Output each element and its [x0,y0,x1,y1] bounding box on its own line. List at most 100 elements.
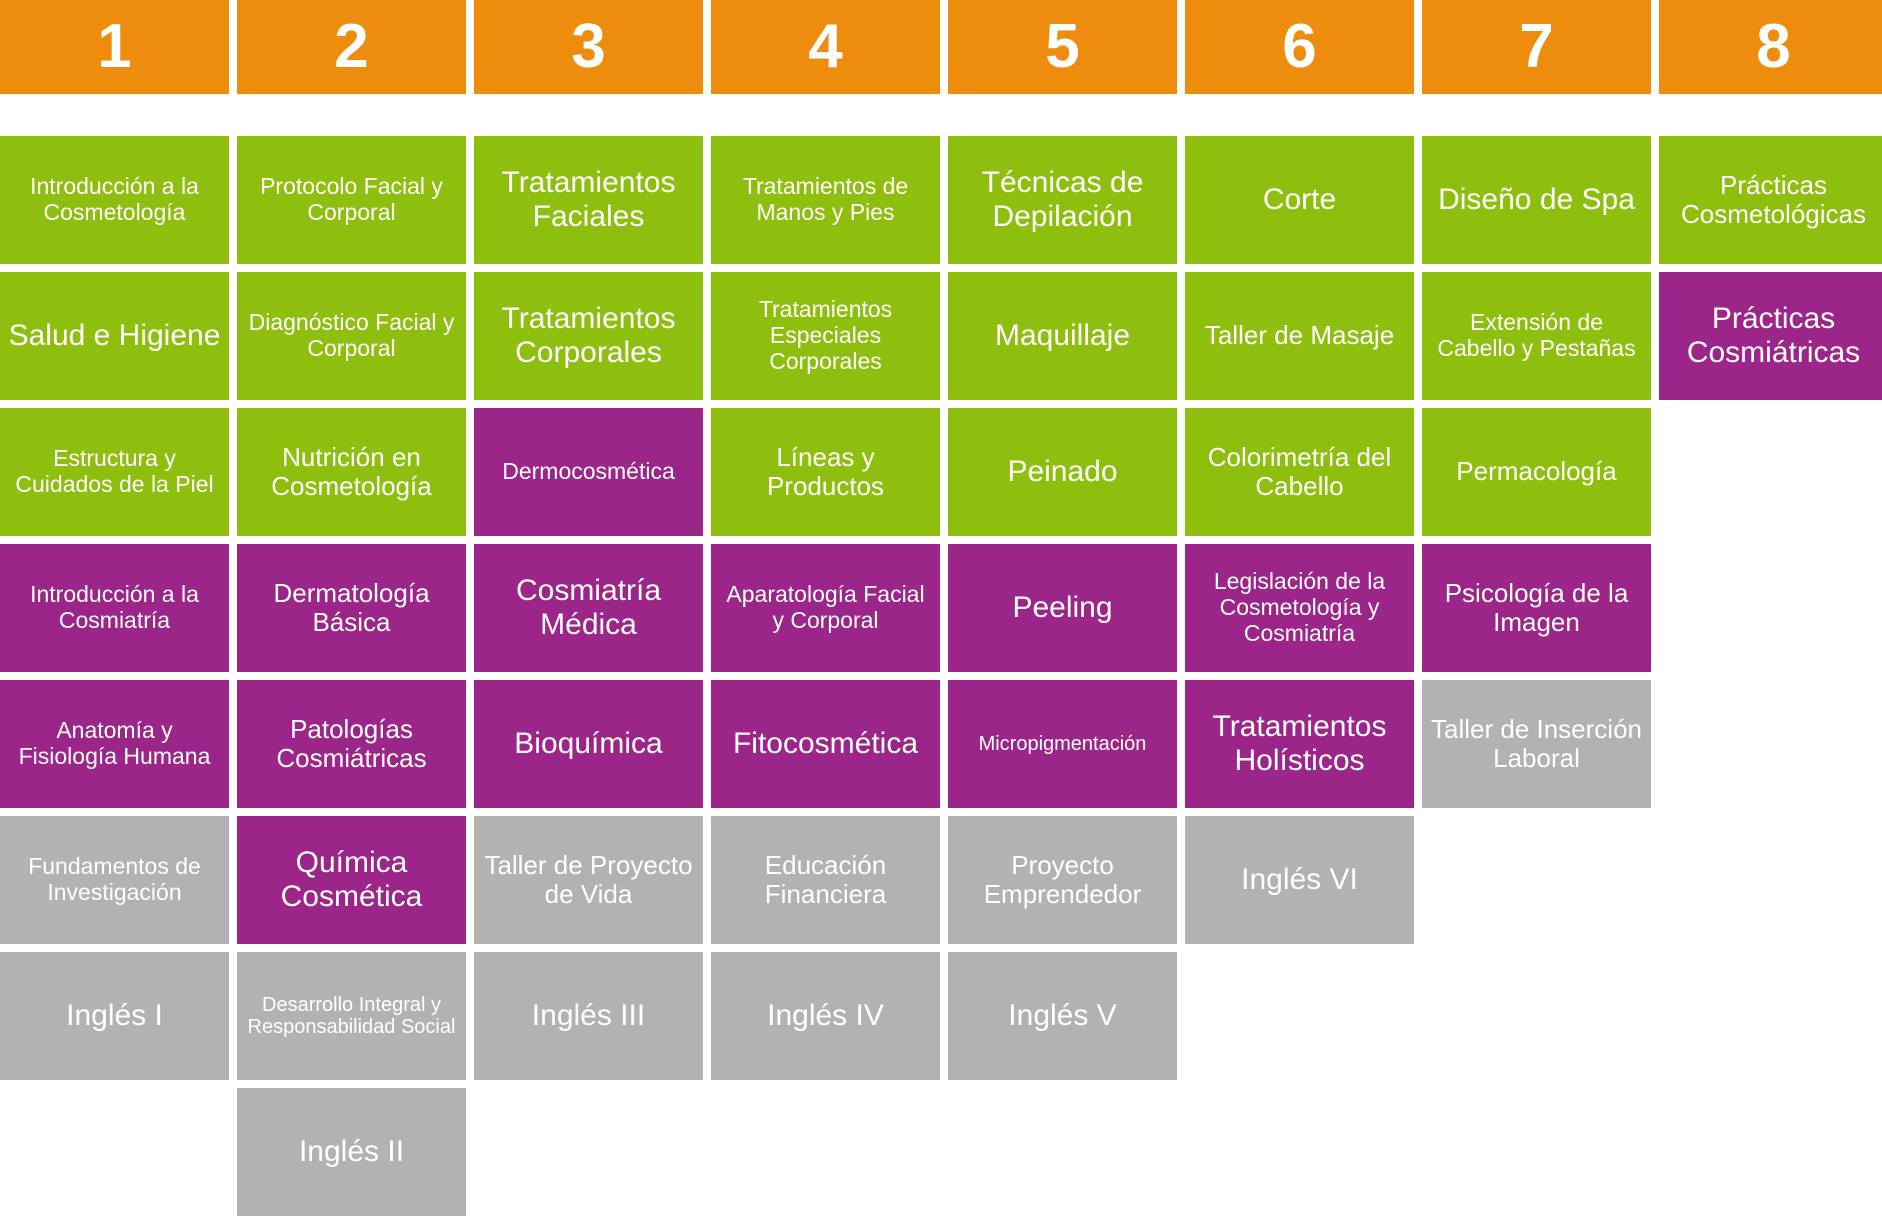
course-cell[interactable]: Bioquímica [474,680,703,808]
course-label: Introducción a la Cosmetología [30,173,199,225]
course-label: Maquillaje [994,319,1131,353]
course-cell[interactable]: Desarrollo Integral y Responsabilidad So… [237,952,466,1080]
course-label: Tratamientos de Manos y Pies [742,173,909,225]
course-cell[interactable]: Dermocosmética [474,408,703,536]
term-header-1[interactable]: 1 [0,0,229,94]
course-label: Desarrollo Integral y Responsabilidad So… [247,993,456,1038]
course-label: Química Cosmética [280,846,423,913]
course-label: Dermocosmética [502,458,675,485]
course-label: Legislación de la Cosmetología y Cosmiat… [1213,568,1386,646]
course-label: Nutrición en Cosmetología [271,441,432,501]
course-cell[interactable]: Prácticas Cosmiátricas [1659,272,1882,400]
course-label: Micropigmentación [978,732,1147,755]
course-label: Líneas y Productos [766,441,885,501]
course-label: Fundamentos de Investigación [28,853,201,905]
course-label: Taller de Inserción Laboral [1431,713,1642,773]
course-cell[interactable]: Micropigmentación [948,680,1177,808]
course-cell[interactable]: Inglés VI [1185,816,1414,944]
course-cell[interactable]: Tratamientos Especiales Corporales [711,272,940,400]
course-label: Psicología de la Imagen [1444,577,1629,637]
course-label: Extensión de Cabello y Pestañas [1437,309,1636,361]
course-label: Bioquímica [514,727,663,761]
course-cell[interactable]: Inglés IV [711,952,940,1080]
course-cell[interactable]: Introducción a la Cosmiatría [0,544,229,672]
course-label: Tratamientos Corporales [501,302,676,369]
course-cell[interactable]: Maquillaje [948,272,1177,400]
course-label: Dermatología Básica [273,577,430,637]
term-header-7[interactable]: 7 [1422,0,1651,94]
course-label: Corte [1262,183,1337,217]
course-cell[interactable]: Tratamientos Faciales [474,136,703,264]
course-label: Permacología [1456,456,1617,487]
course-cell[interactable]: Inglés II [237,1088,466,1216]
term-header-8[interactable]: 8 [1659,0,1882,94]
course-cell[interactable]: Salud e Higiene [0,272,229,400]
course-cell[interactable]: Tratamientos Holísticos [1185,680,1414,808]
course-label: Introducción a la Cosmiatría [30,581,199,633]
course-cell[interactable]: Química Cosmética [237,816,466,944]
course-cell[interactable]: Aparatología Facial y Corporal [711,544,940,672]
course-cell[interactable]: Fundamentos de Investigación [0,816,229,944]
course-label: Prácticas Cosmetológicas [1681,169,1866,229]
course-cell[interactable]: Taller de Inserción Laboral [1422,680,1651,808]
course-cell[interactable]: Proyecto Emprendedor [948,816,1177,944]
course-cell[interactable]: Protocolo Facial y Corporal [237,136,466,264]
course-label: Tratamientos Faciales [501,166,676,233]
course-cell[interactable]: Diagnóstico Facial y Corporal [237,272,466,400]
course-cell[interactable]: Peinado [948,408,1177,536]
course-cell[interactable]: Introducción a la Cosmetología [0,136,229,264]
course-cell[interactable]: Extensión de Cabello y Pestañas [1422,272,1651,400]
course-cell[interactable]: Prácticas Cosmetológicas [1659,136,1882,264]
course-cell[interactable]: Psicología de la Imagen [1422,544,1651,672]
term-header-2[interactable]: 2 [237,0,466,94]
course-label: Peeling [1012,591,1113,625]
course-label: Peinado [1007,455,1118,489]
course-cell[interactable]: Nutrición en Cosmetología [237,408,466,536]
course-cell[interactable]: Fitocosmética [711,680,940,808]
course-cell[interactable]: Anatomía y Fisiología Humana [0,680,229,808]
course-cell[interactable]: Estructura y Cuidados de la Piel [0,408,229,536]
course-label: Protocolo Facial y Corporal [260,173,443,225]
course-label: Diseño de Spa [1438,183,1635,217]
course-cell[interactable]: Dermatología Básica [237,544,466,672]
course-label: Inglés II [298,1135,405,1169]
course-cell[interactable]: Tratamientos de Manos y Pies [711,136,940,264]
course-cell[interactable]: Permacología [1422,408,1651,536]
course-cell[interactable]: Cosmiatría Médica [474,544,703,672]
course-label: Inglés I [66,999,163,1033]
course-label: Inglés IV [767,999,884,1033]
course-cell[interactable]: Tratamientos Corporales [474,272,703,400]
course-cell[interactable]: Taller de Masaje [1185,272,1414,400]
course-cell[interactable]: Inglés V [948,952,1177,1080]
course-label: Cosmiatría Médica [515,574,662,641]
term-header-6[interactable]: 6 [1185,0,1414,94]
term-header-3[interactable]: 3 [474,0,703,94]
course-label: Tratamientos Especiales Corporales [758,296,893,374]
course-label: Proyecto Emprendedor [983,849,1142,909]
course-label: Anatomía y Fisiología Humana [18,717,211,769]
course-cell[interactable]: Inglés I [0,952,229,1080]
course-cell[interactable]: Inglés III [474,952,703,1080]
course-label: Taller de Masaje [1204,320,1395,351]
course-label: Salud e Higiene [8,319,221,353]
course-cell[interactable]: Peeling [948,544,1177,672]
course-cell[interactable]: Educación Financiera [711,816,940,944]
course-cell[interactable]: Líneas y Productos [711,408,940,536]
course-cell[interactable]: Corte [1185,136,1414,264]
course-label: Inglés III [531,999,646,1033]
course-cell[interactable]: Taller de Proyecto de Vida [474,816,703,944]
course-cell[interactable]: Patologías Cosmiátricas [237,680,466,808]
course-cell[interactable]: Legislación de la Cosmetología y Cosmiat… [1185,544,1414,672]
course-label: Patologías Cosmiátricas [276,713,427,773]
course-label: Inglés V [1008,999,1117,1033]
term-header-5[interactable]: 5 [948,0,1177,94]
course-label: Fitocosmética [732,727,919,761]
course-cell[interactable]: Diseño de Spa [1422,136,1651,264]
term-header-4[interactable]: 4 [711,0,940,94]
course-label: Aparatología Facial y Corporal [726,581,925,633]
course-label: Taller de Proyecto de Vida [484,849,693,909]
course-label: Diagnóstico Facial y Corporal [248,309,455,361]
course-cell[interactable]: Técnicas de Depilación [948,136,1177,264]
course-cell[interactable]: Colorimetría del Cabello [1185,408,1414,536]
